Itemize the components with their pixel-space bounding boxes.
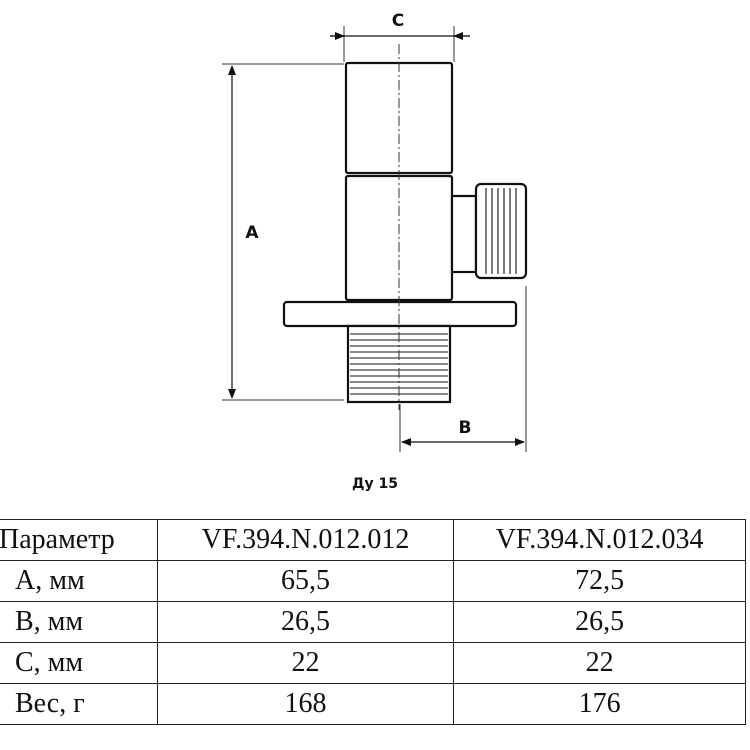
table-cell-parameter: C, мм [0, 642, 158, 684]
dimension-label-a: A [245, 223, 259, 243]
valve-technical-drawing: C A B [222, 11, 528, 452]
table-header-parameter: Параметр [0, 519, 158, 561]
table-cell: 22 [156, 642, 455, 684]
table-row: A, мм 65,5 72,5 [0, 560, 746, 602]
table-cell: 176 [453, 683, 746, 725]
table-header-row: Параметр VF.394.N.012.012 VF.394.N.012.0… [0, 519, 746, 561]
table-row: C, мм 22 22 [0, 642, 746, 684]
table-row: B, мм 26,5 26,5 [0, 601, 746, 643]
table-header-model-034: VF.394.N.012.034 [453, 519, 746, 561]
drawing-caption: Ду 15 [352, 476, 398, 492]
outlet-nut [474, 182, 528, 280]
table-cell: 168 [156, 683, 455, 725]
table-cell: 22 [453, 642, 746, 684]
dimension-label-c: C [392, 11, 404, 31]
table-header-model-012: VF.394.N.012.012 [156, 519, 455, 561]
valve-body [282, 61, 528, 404]
table-cell-parameter: B, мм [0, 601, 158, 643]
dimension-lines [228, 32, 525, 446]
table-row: Вес, г 168 176 [0, 683, 746, 725]
outlet-neck [450, 194, 478, 274]
table-cell: 26,5 [156, 601, 455, 643]
table-cell-parameter: A, мм [0, 560, 158, 602]
specification-table: Параметр VF.394.N.012.012 VF.394.N.012.0… [0, 519, 746, 725]
dimension-label-b: B [459, 418, 472, 438]
table-cell: 72,5 [453, 560, 746, 602]
table-cell-parameter: Вес, г [0, 683, 158, 725]
table-cell: 65,5 [156, 560, 455, 602]
outlet-thread-lines [485, 188, 517, 274]
mounting-flange [282, 300, 518, 328]
table-cell: 26,5 [453, 601, 746, 643]
